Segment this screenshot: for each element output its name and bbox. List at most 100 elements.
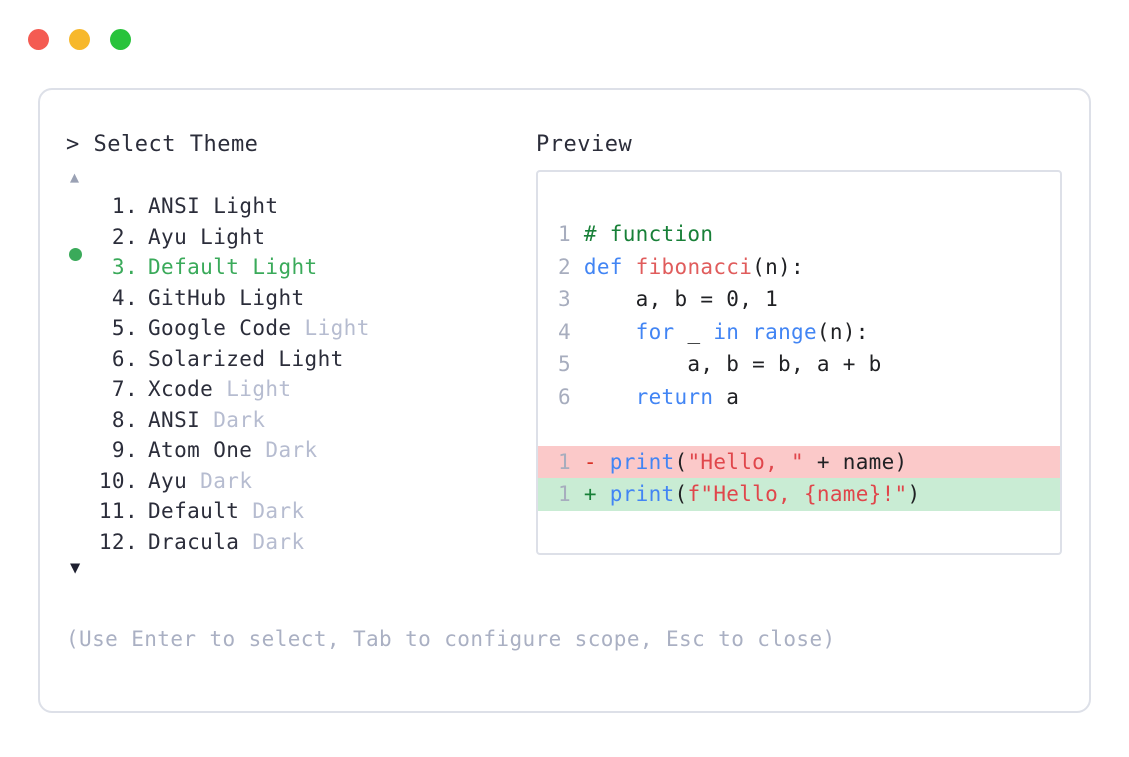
diff-line-removed: 1 - print("Hello, " + name) xyxy=(538,445,1060,479)
code-token: 0 xyxy=(726,287,740,311)
theme-list-item[interactable]: 5.Google Code Light xyxy=(66,316,536,347)
selected-marker-icon xyxy=(66,322,92,339)
theme-variant: Light xyxy=(226,285,305,310)
close-window-button[interactable] xyxy=(28,29,49,50)
theme-list-item[interactable]: ● 3. Default Light xyxy=(66,248,536,286)
code-token: print xyxy=(609,482,675,506)
theme-list-item[interactable]: 8.ANSI Dark xyxy=(66,408,536,439)
code-token: f"Hello, {name}!" xyxy=(687,482,908,506)
code-token: # function xyxy=(583,222,714,246)
theme-index: 1. xyxy=(111,194,138,218)
theme-index: 3. xyxy=(111,255,138,279)
line-number: 5 xyxy=(558,352,584,376)
code-token: ) xyxy=(907,482,921,506)
preview-heading: Preview xyxy=(536,132,633,157)
code-token: , xyxy=(739,287,766,311)
selected-marker-icon xyxy=(66,353,92,370)
code-token xyxy=(739,320,752,344)
theme-variant: Dark xyxy=(200,407,266,432)
selected-marker-icon xyxy=(66,444,92,461)
panel-columns: > Select Theme ▲ 1. ANSI Light 2. Ayu Ligh… xyxy=(66,134,1063,580)
theme-variant: Dark xyxy=(187,468,253,493)
theme-index: 10. xyxy=(98,468,138,493)
code-token: def xyxy=(583,254,636,279)
code-line: 5 a, b = b, a + b xyxy=(538,348,1060,381)
selected-marker-icon xyxy=(66,414,92,431)
theme-name: Ayu xyxy=(148,224,188,249)
theme-list-item[interactable]: 10. Ayu Dark xyxy=(66,469,536,500)
code-token: ( xyxy=(674,449,688,474)
theme-list-item[interactable]: 12.Dracula Dark xyxy=(66,530,536,561)
theme-name: ANSI xyxy=(148,407,201,432)
code-line: 6 return a xyxy=(538,381,1060,414)
prompt-label: > Select Theme xyxy=(66,132,259,157)
theme-index: 4. xyxy=(111,285,138,310)
code-token: a, b = b, a + b xyxy=(583,352,882,376)
code-token: print xyxy=(609,449,675,474)
code-token: "Hello, " xyxy=(687,449,804,474)
line-number: 1 xyxy=(558,222,584,246)
theme-name: Default xyxy=(148,499,240,523)
line-number: 4 xyxy=(558,319,584,344)
help-text: (Use Enter to select, Tab to configure s… xyxy=(66,627,836,651)
theme-list-item[interactable]: 11.Default Dark xyxy=(66,499,536,530)
line-number: 2 xyxy=(558,254,584,279)
code-token: ( xyxy=(674,482,688,506)
theme-name: Ayu xyxy=(148,468,188,493)
selected-marker-icon xyxy=(66,292,92,309)
theme-variant: Light xyxy=(239,255,318,279)
code-token: (n): xyxy=(752,254,804,279)
code-token: fibonacci xyxy=(635,254,753,279)
theme-name: Default xyxy=(148,255,240,279)
code-token: 1 xyxy=(765,287,779,311)
selected-marker-icon xyxy=(66,505,92,522)
scroll-up-icon[interactable]: ▲ xyxy=(70,168,80,186)
theme-list-item[interactable]: 2. Ayu Light xyxy=(66,225,536,256)
code-token: range xyxy=(752,319,817,344)
minimize-window-button[interactable] xyxy=(69,29,90,50)
line-number: 1 xyxy=(558,482,584,506)
theme-name: ANSI xyxy=(148,194,201,218)
code-token: (n): xyxy=(816,319,869,344)
theme-list-item[interactable]: 1. ANSI Light xyxy=(66,194,536,225)
theme-index: 6. xyxy=(111,346,138,371)
line-number: 1 xyxy=(558,449,584,474)
code-token: return xyxy=(635,384,714,409)
theme-variant: Dark xyxy=(239,529,305,554)
selected-marker-icon xyxy=(66,536,92,553)
diff-sign: + xyxy=(583,482,610,506)
theme-list[interactable]: 1. ANSI Light 2. Ayu Light ● 3. Default Light… xyxy=(66,194,536,560)
scroll-down-icon[interactable]: ▼ xyxy=(70,558,81,578)
code-token: a, b = xyxy=(583,287,727,311)
selected-marker-icon xyxy=(66,231,92,248)
diff-line-content: 1 + print(f"Hello, {name}!") xyxy=(538,478,920,511)
theme-list-item[interactable]: 7.Xcode Light xyxy=(66,377,536,408)
theme-variant: Light xyxy=(187,224,266,249)
theme-name: Google Code xyxy=(148,316,292,340)
theme-variant: Dark xyxy=(252,438,318,462)
selected-marker-icon xyxy=(66,200,92,217)
line-number: 3 xyxy=(558,287,584,311)
maximize-window-button[interactable] xyxy=(110,29,131,50)
line-number: 6 xyxy=(558,384,584,409)
theme-chooser-column: > Select Theme ▲ 1. ANSI Light 2. Ayu Ligh… xyxy=(66,134,536,580)
theme-selector-panel: > Select Theme ▲ 1. ANSI Light 2. Ayu Ligh… xyxy=(38,88,1091,713)
diff-line-content: 1 - print("Hello, " + name) xyxy=(538,446,908,479)
theme-list-item[interactable]: 6.Solarized Light xyxy=(66,347,536,378)
code-spacer xyxy=(538,413,1060,446)
theme-variant: Light xyxy=(291,316,370,340)
code-token: a xyxy=(713,384,740,409)
diff-line-added: 1 + print(f"Hello, {name}!") xyxy=(538,478,1060,511)
code-line: 3 a, b = 0, 1 xyxy=(538,283,1060,316)
theme-variant: Light xyxy=(200,194,279,218)
selected-marker-icon: ● xyxy=(66,248,92,278)
code-token: + name) xyxy=(803,449,908,474)
theme-list-item[interactable]: 4.GitHub Light xyxy=(66,286,536,317)
theme-index: 2. xyxy=(111,224,138,249)
theme-list-item[interactable]: 9.Atom One Dark xyxy=(66,438,536,469)
theme-name: Solarized xyxy=(148,346,266,371)
code-line: 1 # function xyxy=(538,218,1060,251)
